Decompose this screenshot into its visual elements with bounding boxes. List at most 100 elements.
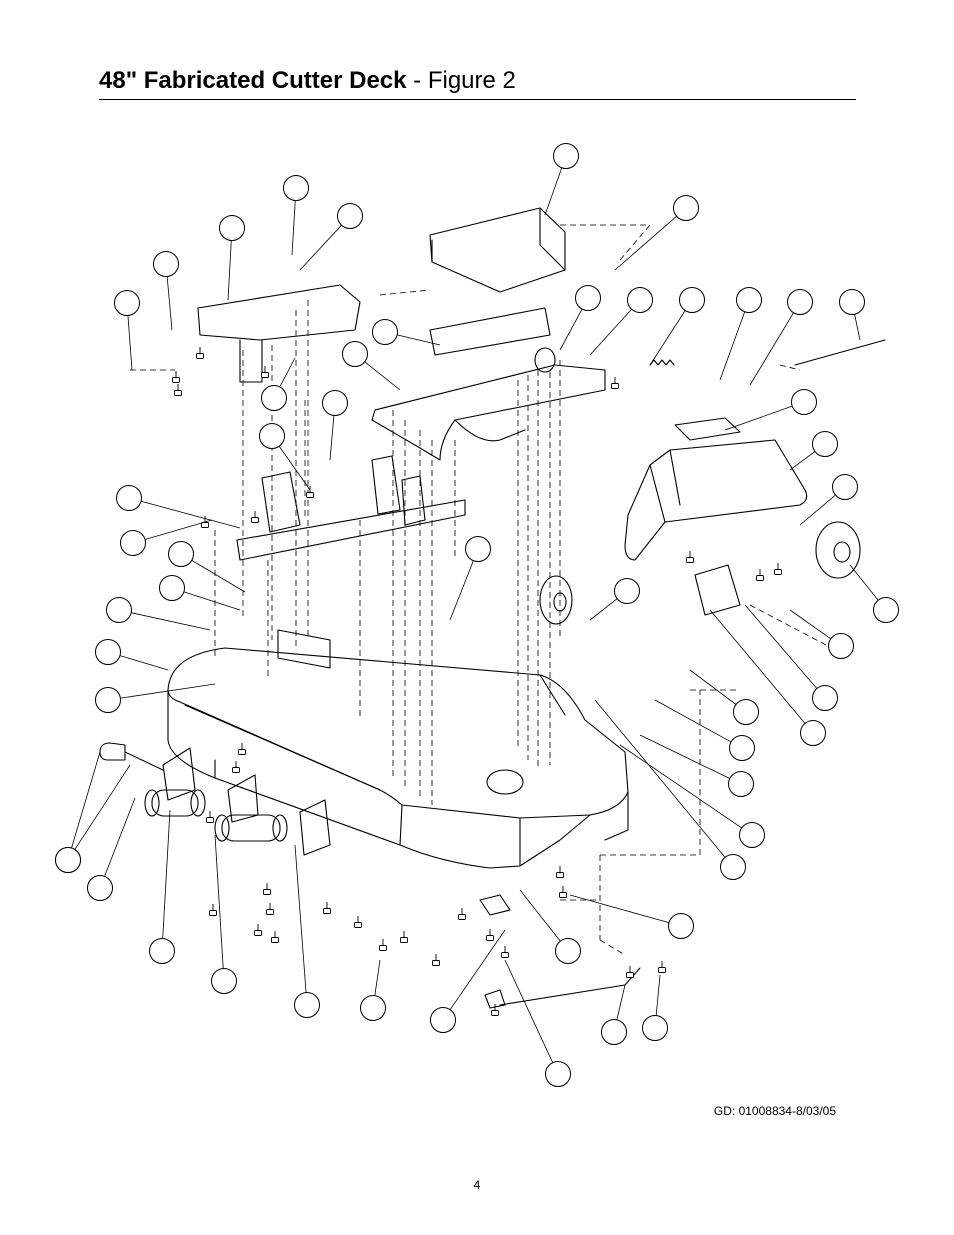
mid-frame-bracket-left — [261, 471, 301, 533]
fastener-icon — [501, 946, 509, 958]
callout-leader — [649, 310, 686, 366]
callout-leader — [519, 889, 561, 942]
callout-bubble — [465, 536, 491, 562]
callout-leader — [719, 311, 746, 381]
callout-bubble — [812, 685, 838, 711]
fastener-icon — [491, 1004, 499, 1016]
deck-shell — [167, 647, 629, 819]
callout-bubble — [553, 143, 579, 169]
callout-bubble — [800, 720, 826, 746]
roller-bracket-3 — [299, 799, 331, 856]
fastener-icon — [201, 516, 209, 528]
fastener-icon — [251, 511, 259, 523]
callout-leader — [655, 974, 661, 1016]
callout-bubble — [614, 578, 640, 604]
callout-leader — [279, 357, 296, 388]
callout-bubble — [87, 875, 113, 901]
front-handle — [99, 742, 164, 771]
fastener-icon — [486, 929, 494, 941]
spring — [649, 359, 675, 366]
callout-bubble — [95, 687, 121, 713]
mid-frame-bracket-right — [371, 455, 401, 515]
callout-bubble — [283, 175, 309, 201]
fastener-icon — [774, 563, 782, 575]
callout-bubble — [673, 195, 699, 221]
callout-bubble — [733, 699, 759, 725]
deck-hole-center — [486, 769, 524, 795]
callout-bubble — [149, 938, 175, 964]
fastener-icon — [458, 908, 466, 920]
callout-leader — [619, 744, 742, 829]
callout-leader — [131, 612, 211, 631]
callout-bubble — [642, 1015, 668, 1041]
callout-bubble — [739, 822, 765, 848]
callout-leader — [278, 445, 311, 491]
callout-bubble — [55, 847, 81, 873]
callout-leader — [799, 494, 836, 526]
callout-bubble — [337, 203, 363, 229]
callout-leader — [654, 699, 732, 743]
callout-bubble — [787, 289, 813, 315]
callout-bubble — [219, 215, 245, 241]
fastener-icon — [400, 931, 408, 943]
discharge-chute — [624, 439, 808, 561]
callout-leader — [104, 797, 136, 877]
page-title-suffix: - Figure 2 — [406, 67, 516, 94]
callout-leader — [214, 834, 224, 969]
fastener-icon — [238, 743, 246, 755]
callout-leader — [74, 764, 131, 850]
callout-leader — [374, 959, 381, 996]
callout-bubble — [728, 771, 754, 797]
callout-bubble — [106, 597, 132, 623]
callout-bubble — [211, 968, 237, 994]
callout-bubble — [116, 485, 142, 511]
callout-leader — [294, 844, 307, 993]
callout-bubble — [294, 992, 320, 1018]
callout-leader — [449, 929, 506, 1010]
callout-leader — [614, 215, 677, 271]
callout-leader — [749, 312, 794, 386]
callout-leader — [589, 308, 632, 356]
callout-leader — [120, 683, 216, 699]
callout-bubble — [555, 938, 581, 964]
callout-bubble — [322, 390, 348, 416]
page-title-bold: 48" Fabricated Cutter Deck — [99, 67, 407, 94]
callout-bubble — [828, 633, 854, 659]
lower-clip — [484, 989, 506, 1009]
fastener-icon — [556, 866, 564, 878]
callout-leader — [689, 669, 737, 705]
callout-leader — [329, 415, 335, 461]
callout-leader — [639, 734, 730, 779]
deck-right-edge — [604, 791, 629, 841]
callout-leader — [559, 308, 583, 351]
callout-leader — [569, 894, 670, 924]
callout-bubble — [812, 431, 838, 457]
callout-bubble — [839, 289, 865, 315]
callout-bubble — [679, 287, 705, 313]
callout-bubble — [360, 995, 386, 1021]
fastener-icon — [271, 931, 279, 943]
callout-leader — [71, 751, 101, 849]
document-id: GD: 01008834-8/03/05 — [713, 1104, 836, 1118]
callout-leader — [140, 500, 241, 529]
callout-leader — [849, 564, 879, 601]
fastener-icon — [266, 903, 274, 915]
callout-leader — [854, 314, 861, 341]
callout-leader — [789, 451, 816, 471]
belt-cover-left — [197, 284, 361, 341]
roller-bracket-2 — [227, 774, 259, 823]
callout-leader — [119, 655, 169, 671]
callout-leader — [397, 334, 441, 346]
callout-bubble — [627, 287, 653, 313]
callout-bubble — [261, 385, 287, 411]
fastener-icon — [261, 366, 269, 378]
fastener-icon — [626, 966, 634, 978]
callout-bubble — [601, 1019, 627, 1045]
fastener-icon — [611, 377, 619, 389]
fastener-icon — [206, 811, 214, 823]
callout-bubble — [95, 639, 121, 665]
callout-leader — [144, 519, 213, 540]
fastener-icon — [306, 486, 314, 498]
callout-bubble — [372, 319, 398, 345]
